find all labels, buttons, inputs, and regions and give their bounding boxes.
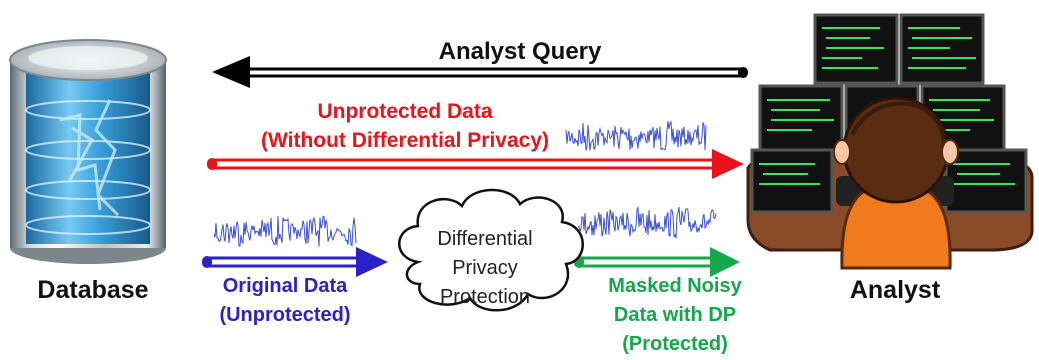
- masked-line-3: (Protected): [622, 333, 728, 355]
- unprotected-waveform: [565, 120, 707, 151]
- database-cylinder-icon: [9, 39, 167, 264]
- analyst-query-label: Analyst Query: [438, 38, 602, 65]
- original-data-label: Original Data (Unprotected): [195, 272, 375, 330]
- cloud-line-1: Differential: [437, 228, 533, 250]
- masked-line-2: Data with DP: [613, 304, 737, 326]
- unprotected-data-arrow: [207, 149, 744, 179]
- query-arrow: [212, 56, 748, 88]
- cloud-line-3: Protection: [439, 286, 531, 308]
- cloud-line-2: Privacy: [452, 257, 518, 279]
- database-label: Database: [37, 276, 149, 304]
- masked-line-1: Masked Noisy: [608, 275, 742, 297]
- cloud-label: Differential Privacy Protection: [405, 225, 565, 312]
- original-line-2: (Unprotected): [219, 304, 351, 326]
- analyst-at-monitors-icon: [746, 13, 1034, 270]
- original-line-1: Original Data: [222, 275, 348, 297]
- masked-waveform: [577, 205, 717, 239]
- unprotected-line-2: (Without Differential Privacy): [260, 129, 549, 152]
- cloud-icon: [398, 188, 584, 312]
- original-data-arrow: [202, 247, 388, 277]
- analyst-label: Analyst: [849, 276, 941, 304]
- unprotected-line-1: Unprotected Data: [317, 100, 493, 123]
- masked-data-label: Masked Noisy Data with DP (Protected): [575, 272, 775, 359]
- unprotected-data-label: Unprotected Data (Without Differential P…: [225, 97, 585, 155]
- original-waveform: [213, 215, 357, 247]
